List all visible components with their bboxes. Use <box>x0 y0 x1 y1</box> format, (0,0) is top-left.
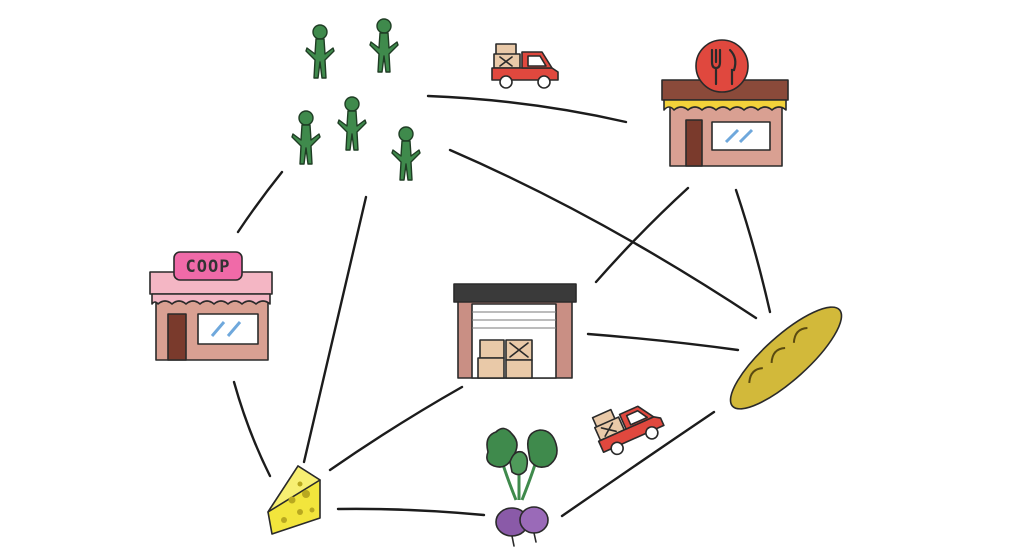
edge-cheese-beet <box>336 507 486 517</box>
cheese-icon <box>267 465 321 535</box>
person-icon <box>291 110 321 165</box>
edge-warehouse-cheese <box>328 385 464 472</box>
boxes-icon <box>477 339 533 379</box>
edge-people-bread <box>448 148 758 320</box>
restaurant-icon <box>661 39 789 167</box>
edge-people-cheese <box>302 195 368 464</box>
edge-coop-cheese <box>232 380 272 478</box>
edge-warehouse-bread <box>586 332 740 352</box>
beet-icon <box>486 427 558 547</box>
warehouse-icon <box>453 283 577 379</box>
edge-beet-bread <box>560 410 716 518</box>
edge-restaurant-bread <box>734 188 772 314</box>
connection-lines <box>232 94 772 518</box>
coop-store-icon: COOP <box>149 251 273 361</box>
edge-restaurant-warehouse <box>594 186 690 284</box>
people-group-icon <box>291 18 421 181</box>
edge-people-restaurant <box>426 94 628 124</box>
delivery-truck-icon <box>591 405 665 456</box>
person-icon <box>305 24 335 79</box>
person-icon <box>391 126 421 181</box>
coop-sign-text: COOP <box>186 257 231 277</box>
edge-people-coop <box>236 170 284 234</box>
person-icon <box>369 18 399 73</box>
fork-knife-icon <box>710 48 737 86</box>
person-icon <box>337 96 367 151</box>
baguette-icon <box>729 306 843 410</box>
delivery-truck-icon <box>491 43 559 89</box>
coop-sign <box>173 251 243 281</box>
